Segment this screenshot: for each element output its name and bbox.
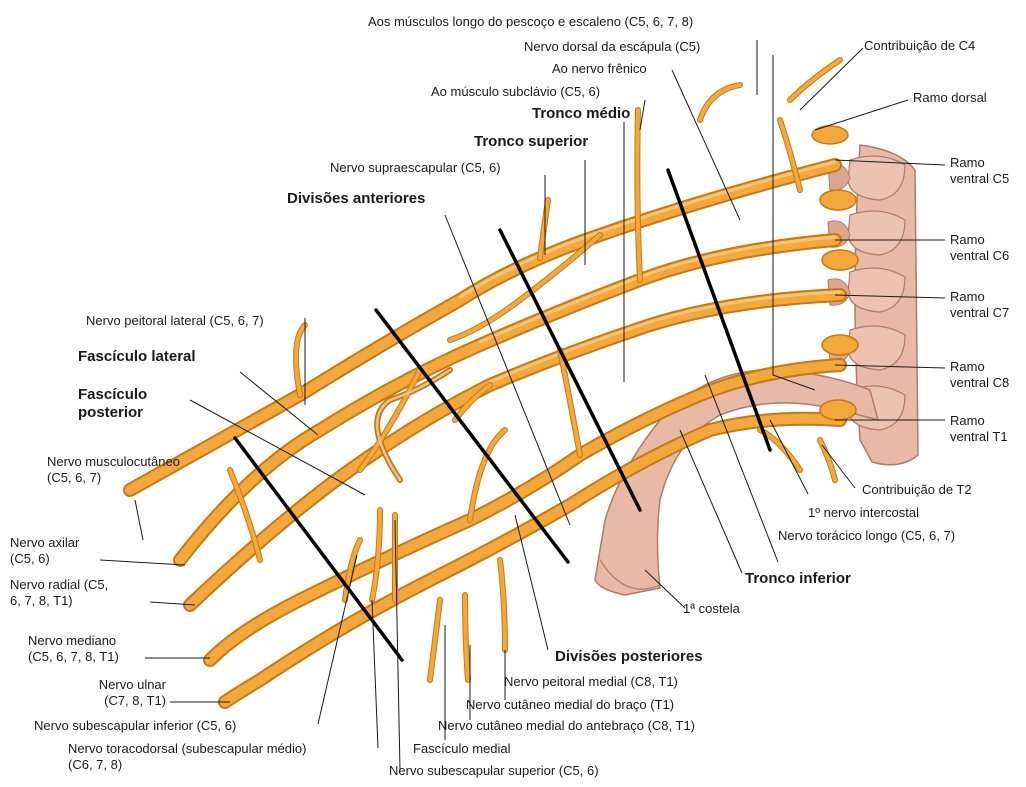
label-medial-pectoral-nerve: Nervo peitoral medial (C8, T1): [504, 674, 678, 690]
label-musculocutaneous-nerve: Nervo musculocutâneo (C5, 6, 7): [47, 454, 180, 486]
label-upper-trunk: Tronco superior: [474, 133, 588, 151]
label-ventral-ramus-c5: Ramo ventral C5: [950, 155, 1009, 187]
label-lateral-pectoral-nerve: Nervo peitoral lateral (C5, 6, 7): [86, 313, 264, 329]
label-ventral-ramus-t1: Ramo ventral T1: [950, 413, 1008, 445]
label-lower-trunk: Tronco inferior: [745, 570, 851, 588]
label-axillary-nerve: Nervo axilar (C5, 6): [10, 535, 79, 567]
label-longus-colli-scalene: Aos músculos longo do pescoço e escaleno…: [368, 14, 693, 30]
label-thoracodorsal-nerve: Nervo toracodorsal (subescapular médio) …: [68, 741, 306, 773]
label-posterior-divisions: Divisões posteriores: [555, 648, 703, 666]
label-phrenic-nerve: Ao nervo frênico: [552, 61, 647, 77]
label-lower-subscapular-nerve: Nervo subescapular inferior (C5, 6): [34, 718, 236, 734]
label-first-rib: 1ª costela: [683, 601, 740, 617]
label-ulnar-nerve: Nervo ulnar (C7, 8, T1): [80, 677, 166, 709]
label-ventral-ramus-c7: Ramo ventral C7: [950, 289, 1009, 321]
label-posterior-cord: Fascículo posterior: [78, 386, 147, 422]
label-dorsal-ramus: Ramo dorsal: [913, 90, 987, 106]
label-first-intercostal-nerve: 1º nervo intercostal: [808, 505, 919, 521]
label-radial-nerve: Nervo radial (C5, 6, 7, 8, T1): [10, 577, 108, 609]
label-t2-contribution: Contribuição de T2: [862, 482, 972, 498]
label-c4-contribution: Contribuição de C4: [864, 38, 975, 54]
label-subclavius: Ao músculo subclávio (C5, 6): [431, 84, 600, 100]
label-dorsal-scapular-nerve: Nervo dorsal da escápula (C5): [524, 39, 700, 55]
label-long-thoracic-nerve: Nervo torácico longo (C5, 6, 7): [778, 528, 955, 544]
nerve-paths: [130, 60, 858, 702]
label-upper-subscapular-nerve: Nervo subescapular superior (C5, 6): [389, 763, 599, 779]
label-middle-trunk: Tronco médio: [532, 105, 630, 123]
label-medial-brachial-cutaneous: Nervo cutâneo medial do braço (T1): [466, 697, 674, 713]
label-ventral-ramus-c6: Ramo ventral C6: [950, 232, 1009, 264]
label-anterior-divisions: Divisões anteriores: [287, 190, 425, 208]
label-median-nerve: Nervo mediano (C5, 6, 7, 8, T1): [28, 633, 119, 665]
label-suprascapular-nerve: Nervo supraescapular (C5, 6): [330, 160, 501, 176]
label-lateral-cord: Fascículo lateral: [78, 348, 196, 366]
label-ventral-ramus-c8: Ramo ventral C8: [950, 359, 1009, 391]
label-medial-cord: Fascículo medial: [413, 741, 511, 757]
label-medial-antebrachial-cutaneous: Nervo cutâneo medial do antebraço (C8, T…: [438, 718, 695, 734]
